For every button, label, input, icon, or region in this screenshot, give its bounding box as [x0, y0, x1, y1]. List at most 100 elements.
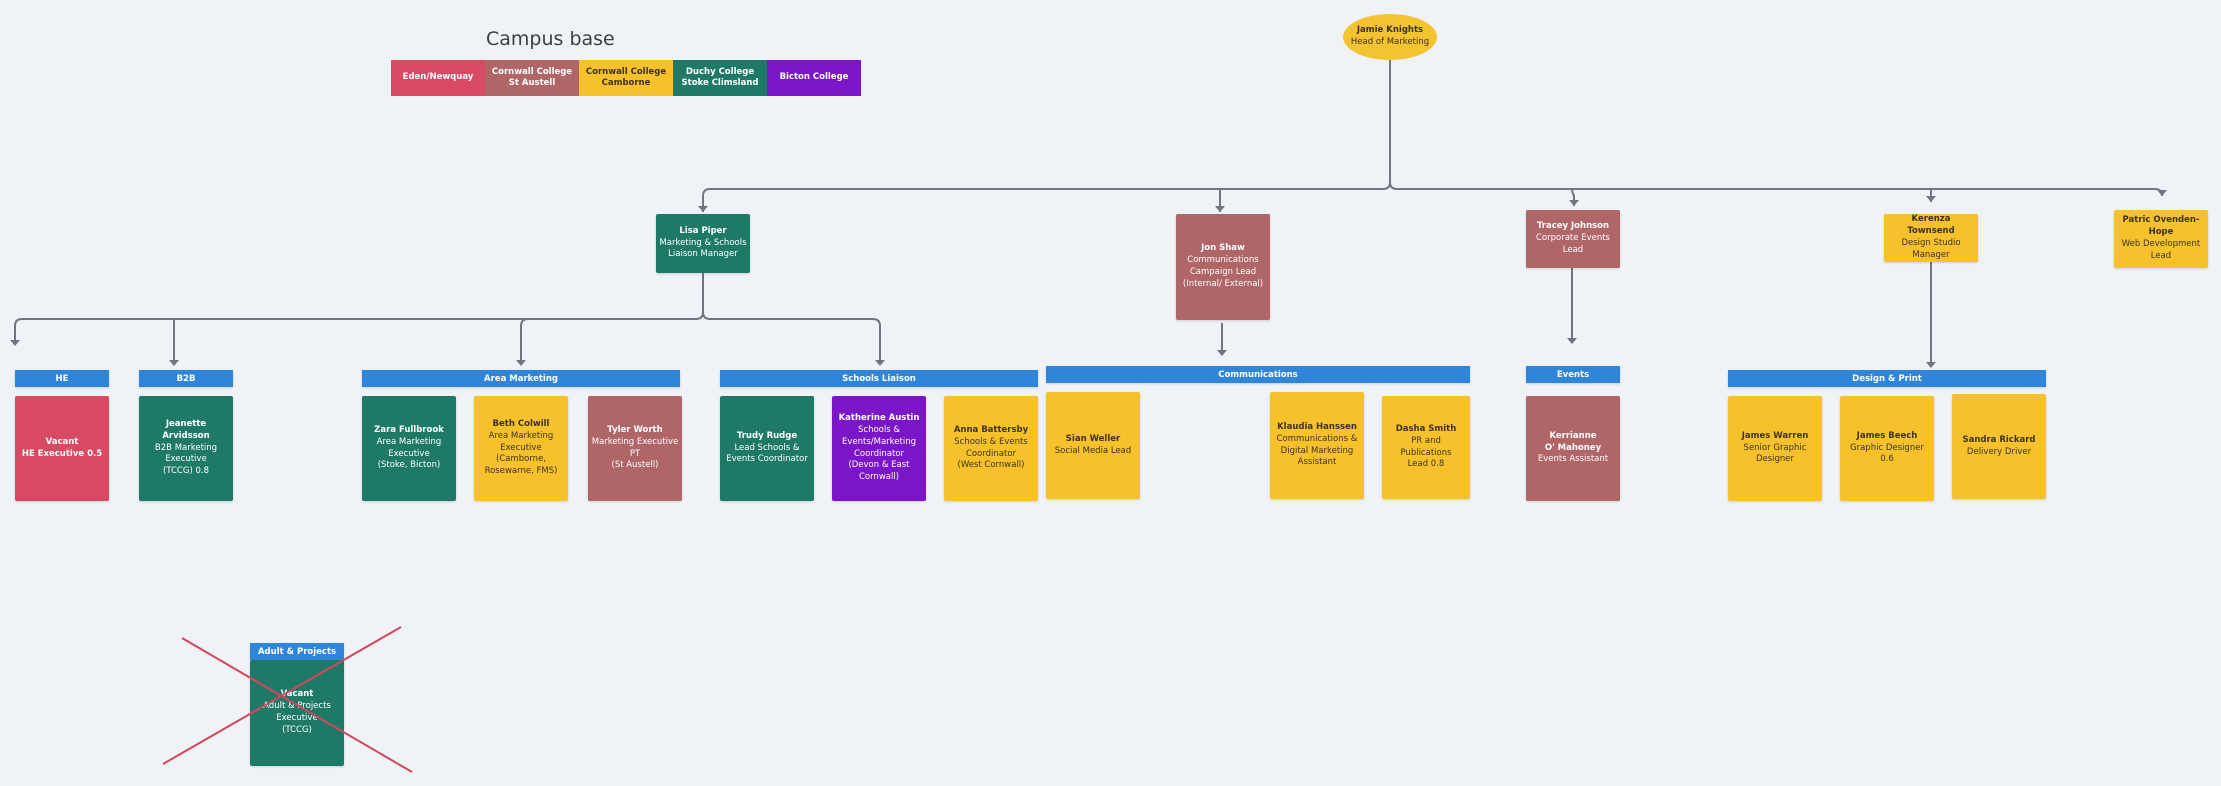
node-dasha-smith[interactable]: Dasha Smith PR and Publications Lead 0.8: [1382, 396, 1470, 499]
legend-title: Campus base: [486, 28, 615, 50]
arrow-icon: [1926, 196, 1936, 202]
node-jon-shaw[interactable]: Jon Shaw Communications Campaign Lead (I…: [1176, 214, 1270, 320]
legend-eden: Eden/Newquay: [391, 60, 485, 96]
cross-line: [162, 626, 402, 765]
legend-camborne: Cornwall College Camborne: [579, 60, 673, 96]
node-role: Communications & Digital Marketing Assis…: [1276, 433, 1358, 468]
arrow-icon: [1217, 350, 1227, 356]
node-vacant-adult[interactable]: Vacant Adult & Projects Executive (TCCG): [250, 660, 344, 766]
cross-line: [181, 637, 413, 773]
node-sian-weller[interactable]: Sian Weller Social Media Lead: [1046, 392, 1140, 499]
node-name: Tyler Worth: [607, 424, 663, 435]
node-klaudia-hanssen[interactable]: Klaudia Hanssen Communications & Digital…: [1270, 392, 1364, 499]
node-role: Marketing Executive PT (St Austell): [591, 436, 679, 471]
node-name: James Beech: [1856, 430, 1918, 441]
arrow-icon: [169, 360, 179, 366]
arrow-icon: [516, 360, 526, 366]
legend-label: Cornwall College Camborne: [585, 66, 667, 88]
node-role: Design Studio Manager: [1901, 238, 1961, 260]
node-name: Lisa Piper: [679, 225, 727, 236]
legend-label: Bicton College: [779, 72, 849, 83]
node-beth-colwill[interactable]: Beth Colwill Area Marketing Executive (C…: [474, 396, 568, 501]
node-zara-fullbrook[interactable]: Zara Fullbrook Area Marketing Executive …: [362, 396, 456, 501]
legend-st-austell: Cornwall College St Austell: [485, 60, 579, 96]
node-role: Corporate Events Lead: [1536, 233, 1610, 255]
node-name: Katherine Austin: [838, 412, 920, 423]
arrow-icon: [1926, 362, 1936, 368]
node-name: Kerrianne O' Mahoney: [1544, 430, 1602, 453]
node-role: Graphic Designer 0.6: [1850, 442, 1924, 465]
node-kerenza-townsend[interactable]: Kerenza Townsend Design Studio Manager: [1884, 214, 1978, 262]
legend-duchy: Duchy College Stoke Climsland: [673, 60, 767, 96]
team-header-schools-liaison: Schools Liaison: [720, 370, 1038, 387]
legend-bicton: Bicton College: [767, 60, 861, 96]
node-role: Web Development Lead: [2121, 239, 2201, 261]
node-role: Lead Schools & Events Coordinator: [726, 442, 808, 465]
node-name: Jamie Knights: [1356, 25, 1424, 36]
legend-label: Duchy College Stoke Climsland: [681, 66, 759, 88]
node-james-warren[interactable]: James Warren Senior Graphic Designer: [1728, 396, 1822, 501]
node-role: Schools & Events/Marketing Coordinator (…: [841, 424, 916, 483]
node-head-of-marketing[interactable]: Jamie Knights Head of Marketing: [1343, 14, 1437, 60]
node-role: Delivery Driver: [1966, 446, 2032, 457]
node-name: Sandra Rickard: [1962, 434, 2036, 445]
node-name: Patric Ovenden- Hope: [2122, 215, 2200, 238]
node-name: Kerenza Townsend: [1907, 214, 1955, 237]
node-tracey-johnson[interactable]: Tracey Johnson Corporate Events Lead: [1526, 210, 1620, 268]
node-patric-ovenden-hope[interactable]: Patric Ovenden- Hope Web Development Lea…: [2114, 210, 2208, 268]
node-role: Area Marketing Executive (Stoke, Bicton): [376, 436, 442, 471]
node-role: Marketing & Schools Liaison Manager: [659, 237, 747, 260]
arrow-icon: [698, 206, 708, 212]
connector-tracey: [1571, 188, 1575, 206]
node-name: Dasha Smith: [1395, 423, 1457, 434]
node-name: Beth Colwill: [492, 418, 550, 429]
node-jeanette-arvidsson[interactable]: Jeanette Arvidsson B2B Marketing Executi…: [139, 396, 233, 501]
node-name: Jeanette Arvidsson: [162, 418, 210, 441]
node-trudy-rudge[interactable]: Trudy Rudge Lead Schools & Events Coordi…: [720, 396, 814, 501]
node-sandra-rickard[interactable]: Sandra Rickard Delivery Driver: [1952, 394, 2046, 499]
node-name: Anna Battersby: [953, 424, 1029, 435]
node-name: Klaudia Hanssen: [1277, 421, 1357, 432]
node-role: Social Media Lead: [1054, 445, 1132, 456]
node-name: Zara Fullbrook: [374, 424, 444, 435]
legend-label: Cornwall College St Austell: [491, 66, 573, 88]
team-header-he: HE: [15, 370, 109, 387]
node-anna-battersby[interactable]: Anna Battersby Schools & Events Coordina…: [944, 396, 1038, 501]
arrow-icon: [1567, 338, 1577, 344]
connector-area: [520, 318, 529, 364]
node-role: Events Assistant: [1537, 454, 1609, 465]
node-role: Communications Campaign Lead (Internal/ …: [1182, 255, 1264, 289]
node-role: PR and Publications Lead 0.8: [1400, 435, 1452, 470]
node-name: Vacant HE Executive 0.5: [21, 436, 103, 459]
node-name: Trudy Rudge: [736, 430, 798, 441]
team-header-design-print: Design & Print: [1728, 370, 2046, 387]
team-header-adult-projects: Adult & Projects: [250, 643, 344, 660]
team-header-communications: Communications: [1046, 366, 1470, 383]
team-header-b2b: B2B: [139, 370, 233, 387]
node-name: Jon Shaw: [1201, 243, 1245, 254]
node-lisa-piper[interactable]: Lisa Piper Marketing & Schools Liaison M…: [656, 214, 750, 273]
node-role: Adult & Projects Executive (TCCG): [263, 701, 331, 735]
node-tyler-worth[interactable]: Tyler Worth Marketing Executive PT (St A…: [588, 396, 682, 501]
arrow-icon: [2157, 190, 2167, 196]
arrow-icon: [1215, 206, 1225, 212]
team-header-events: Events: [1526, 366, 1620, 383]
legend: Eden/Newquay Cornwall College St Austell…: [391, 60, 861, 96]
node-kerrianne-omahoney[interactable]: Kerrianne O' Mahoney Events Assistant: [1526, 396, 1620, 501]
node-role: B2B Marketing Executive (TCCG) 0.8: [154, 442, 218, 477]
node-name: Vacant: [280, 689, 314, 700]
arrow-icon: [10, 340, 20, 346]
node-role: Senior Graphic Designer: [1743, 442, 1807, 465]
node-james-beech[interactable]: James Beech Graphic Designer 0.6: [1840, 396, 1934, 501]
node-role: Area Marketing Executive (Camborne, Rose…: [484, 430, 558, 477]
node-katherine-austin[interactable]: Katherine Austin Schools & Events/Market…: [832, 396, 926, 501]
legend-label: Eden/Newquay: [402, 72, 474, 83]
node-role: Head of Marketing: [1350, 37, 1430, 47]
arrow-icon: [875, 360, 885, 366]
node-name: Sian Weller: [1065, 433, 1121, 444]
node-role: Schools & Events Coordinator (West Cornw…: [954, 436, 1028, 471]
node-vacant-he[interactable]: Vacant HE Executive 0.5: [15, 396, 109, 501]
connector-schools: [702, 311, 881, 364]
